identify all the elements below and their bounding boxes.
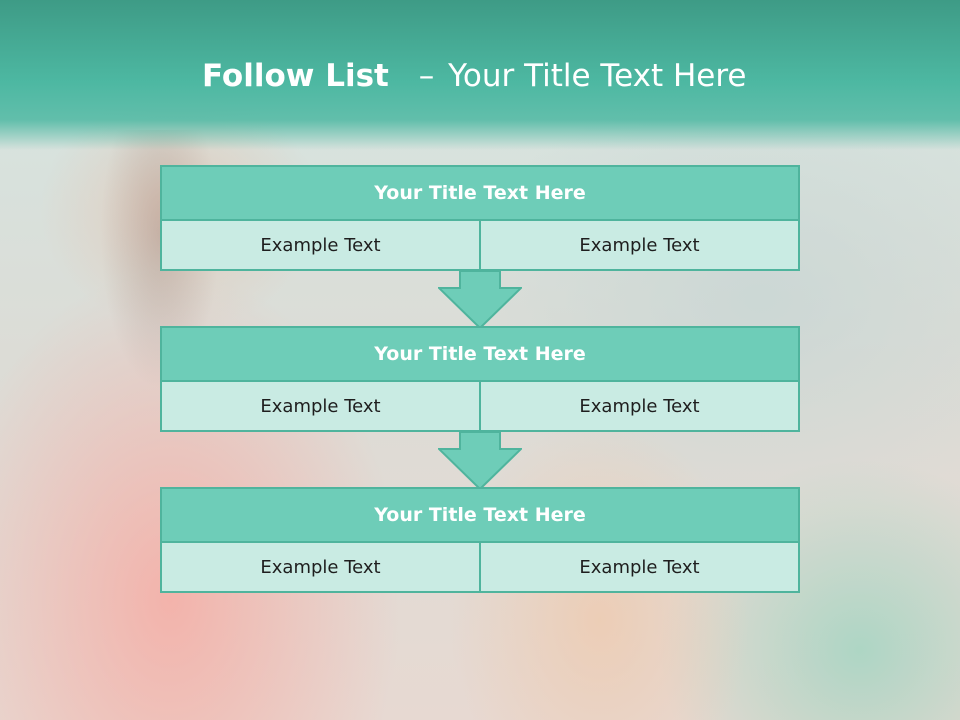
block-cell-right: Example Text xyxy=(479,221,798,269)
block-cell-right: Example Text xyxy=(479,382,798,430)
list-block-1: Your Title Text Here Example Text Exampl… xyxy=(160,165,800,271)
title-bar xyxy=(0,0,960,150)
block-cell-left: Example Text xyxy=(162,221,479,269)
list-block-3: Your Title Text Here Example Text Exampl… xyxy=(160,487,800,593)
block-row: Example Text Example Text xyxy=(160,543,800,593)
block-row: Example Text Example Text xyxy=(160,382,800,432)
block-row: Example Text Example Text xyxy=(160,221,800,271)
block-cell-left: Example Text xyxy=(162,543,479,591)
down-arrow-icon xyxy=(438,432,522,490)
block-cell-right: Example Text xyxy=(479,543,798,591)
block-title: Your Title Text Here xyxy=(160,326,800,382)
list-block-2: Your Title Text Here Example Text Exampl… xyxy=(160,326,800,432)
block-cell-left: Example Text xyxy=(162,382,479,430)
down-arrow-icon xyxy=(438,271,522,329)
slide-title-main: Follow List xyxy=(202,58,389,94)
slide-title-dash: – xyxy=(418,58,435,94)
block-title: Your Title Text Here xyxy=(160,165,800,221)
slide-title: Follow List – Your Title Text Here xyxy=(202,56,746,96)
block-title: Your Title Text Here xyxy=(160,487,800,543)
slide-title-sub: Your Title Text Here xyxy=(448,58,747,94)
